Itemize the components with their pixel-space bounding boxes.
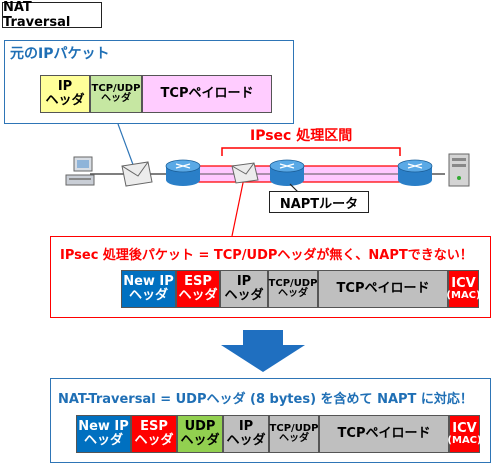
router-icon: [397, 159, 433, 186]
router-icon: [165, 159, 201, 186]
server-icon: [448, 153, 470, 187]
after-tcp-payload-cell: TCPペイロード: [318, 270, 448, 308]
nat-icv-cell: ICV (MAC): [447, 415, 482, 453]
nat-traversal-title: NAT-Traversal = UDPヘッダ (8 bytes) を含めて NA…: [58, 392, 473, 407]
nat-ip-header-cell: IP ヘッダ: [223, 415, 269, 453]
nat-new-ip-header-cell: New IP ヘッダ: [76, 415, 131, 453]
nat-tcpudp-header-cell: TCP/UDP ヘッダ: [269, 415, 319, 453]
napt-router-label: NAPTルータ: [269, 191, 369, 213]
diagram-title: NAT Traversal: [2, 0, 102, 30]
after-icv-cell: ICV (MAC): [446, 270, 481, 308]
ipsec-bracket: [221, 147, 401, 156]
pc-icon: [65, 156, 95, 186]
after-callout-line: [231, 177, 245, 237]
after-ip-header-cell: IP ヘッダ: [220, 270, 268, 308]
orig-ip-header-cell: IP ヘッダ: [40, 75, 90, 113]
orig-tcpudp-header-cell: TCP/UDP ヘッダ: [90, 75, 142, 113]
router-icon: [269, 159, 305, 186]
nat-udp-header-cell: UDP ヘッダ: [177, 415, 223, 453]
after-tcpudp-header-cell: TCP/UDP ヘッダ: [268, 270, 318, 308]
after-ipsec-title: IPsec 処理後パケット = TCP/UDPヘッダが無く、NAPTできない！: [60, 248, 473, 263]
down-arrow-icon: [221, 330, 305, 372]
after-esp-header-cell: ESP ヘッダ: [176, 270, 220, 308]
after-new-ip-header-cell: New IP ヘッダ: [121, 270, 176, 308]
orig-tcp-payload-cell: TCPペイロード: [142, 75, 272, 113]
envelope-icon: [231, 162, 259, 184]
ipsec-section-label: IPsec 処理区間: [250, 128, 353, 144]
nat-esp-header-cell: ESP ヘッダ: [131, 415, 177, 453]
orig-callout-line: [117, 123, 136, 171]
original-packet-title: 元のIPパケット: [10, 46, 110, 62]
nat-tcp-payload-cell: TCPペイロード: [319, 415, 449, 453]
envelope-icon: [121, 161, 153, 187]
